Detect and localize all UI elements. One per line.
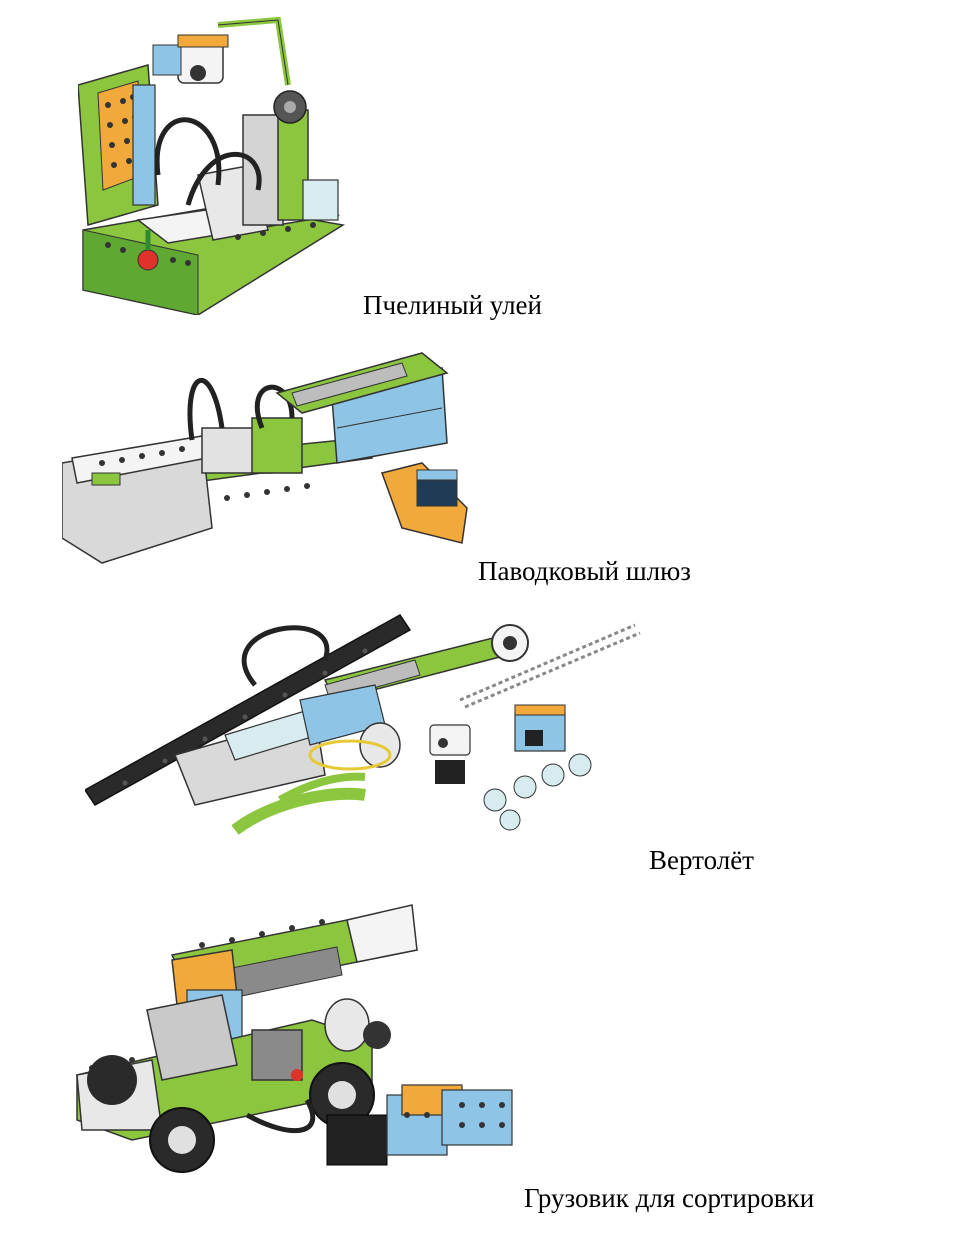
beehive-model-illustration xyxy=(78,16,346,315)
model-caption-sorting-truck: Грузовик для сортировки xyxy=(524,1183,815,1213)
beehive-model xyxy=(78,15,348,315)
sorting-truck-model xyxy=(72,900,522,1180)
helicopter-model xyxy=(85,605,645,845)
model-caption-beehive: Пчелиный улей xyxy=(363,290,542,320)
sorting-truck-model-illustration xyxy=(76,904,513,1173)
flood-gate-model xyxy=(62,348,482,573)
model-caption-flood-gate: Паводковый шлюз xyxy=(478,556,691,586)
flood-gate-model-illustration xyxy=(62,352,468,564)
helicopter-model-illustration xyxy=(85,614,641,835)
model-caption-helicopter: Вертолёт xyxy=(649,845,754,875)
